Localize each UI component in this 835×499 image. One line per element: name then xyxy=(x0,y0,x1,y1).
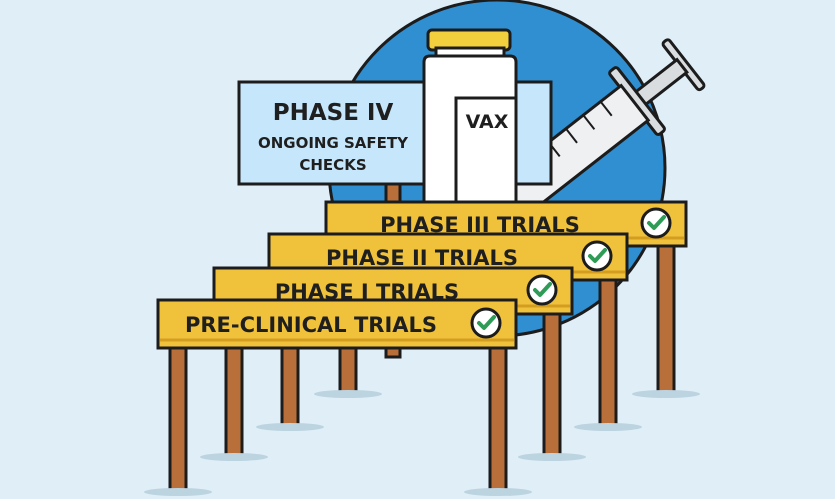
post-shadow xyxy=(574,423,642,431)
post-shadow xyxy=(314,390,382,398)
post-shadow xyxy=(144,488,212,496)
hurdle: PRE-CLINICAL TRIALS xyxy=(144,298,532,496)
vial-label xyxy=(454,96,518,206)
vial-label-text: VAX xyxy=(466,111,509,133)
sign-line-2: CHECKS xyxy=(299,156,366,174)
post-shadow xyxy=(632,390,700,398)
check-icon xyxy=(581,240,613,272)
post-shadow xyxy=(256,423,324,431)
vaccine-vial: VAX xyxy=(422,28,518,206)
sign-line-1: ONGOING SAFETY xyxy=(258,134,409,152)
hurdle: PHASE I TRIALS xyxy=(200,266,586,461)
check-icon xyxy=(526,274,558,306)
post-shadow xyxy=(200,453,268,461)
hurdle-post xyxy=(598,274,618,427)
post-shadow xyxy=(518,453,586,461)
hurdle-post xyxy=(542,308,562,457)
sign-title: PHASE IV xyxy=(273,100,394,126)
post-shadow xyxy=(464,488,532,496)
hurdle-post xyxy=(168,342,188,492)
hurdle-post xyxy=(656,240,676,394)
check-icon xyxy=(640,207,672,239)
hurdle-label: PHASE II TRIALS xyxy=(326,246,518,270)
hurdle-label: PRE-CLINICAL TRIALS xyxy=(185,313,437,337)
check-icon xyxy=(470,307,502,339)
hurdle-post xyxy=(488,342,508,492)
